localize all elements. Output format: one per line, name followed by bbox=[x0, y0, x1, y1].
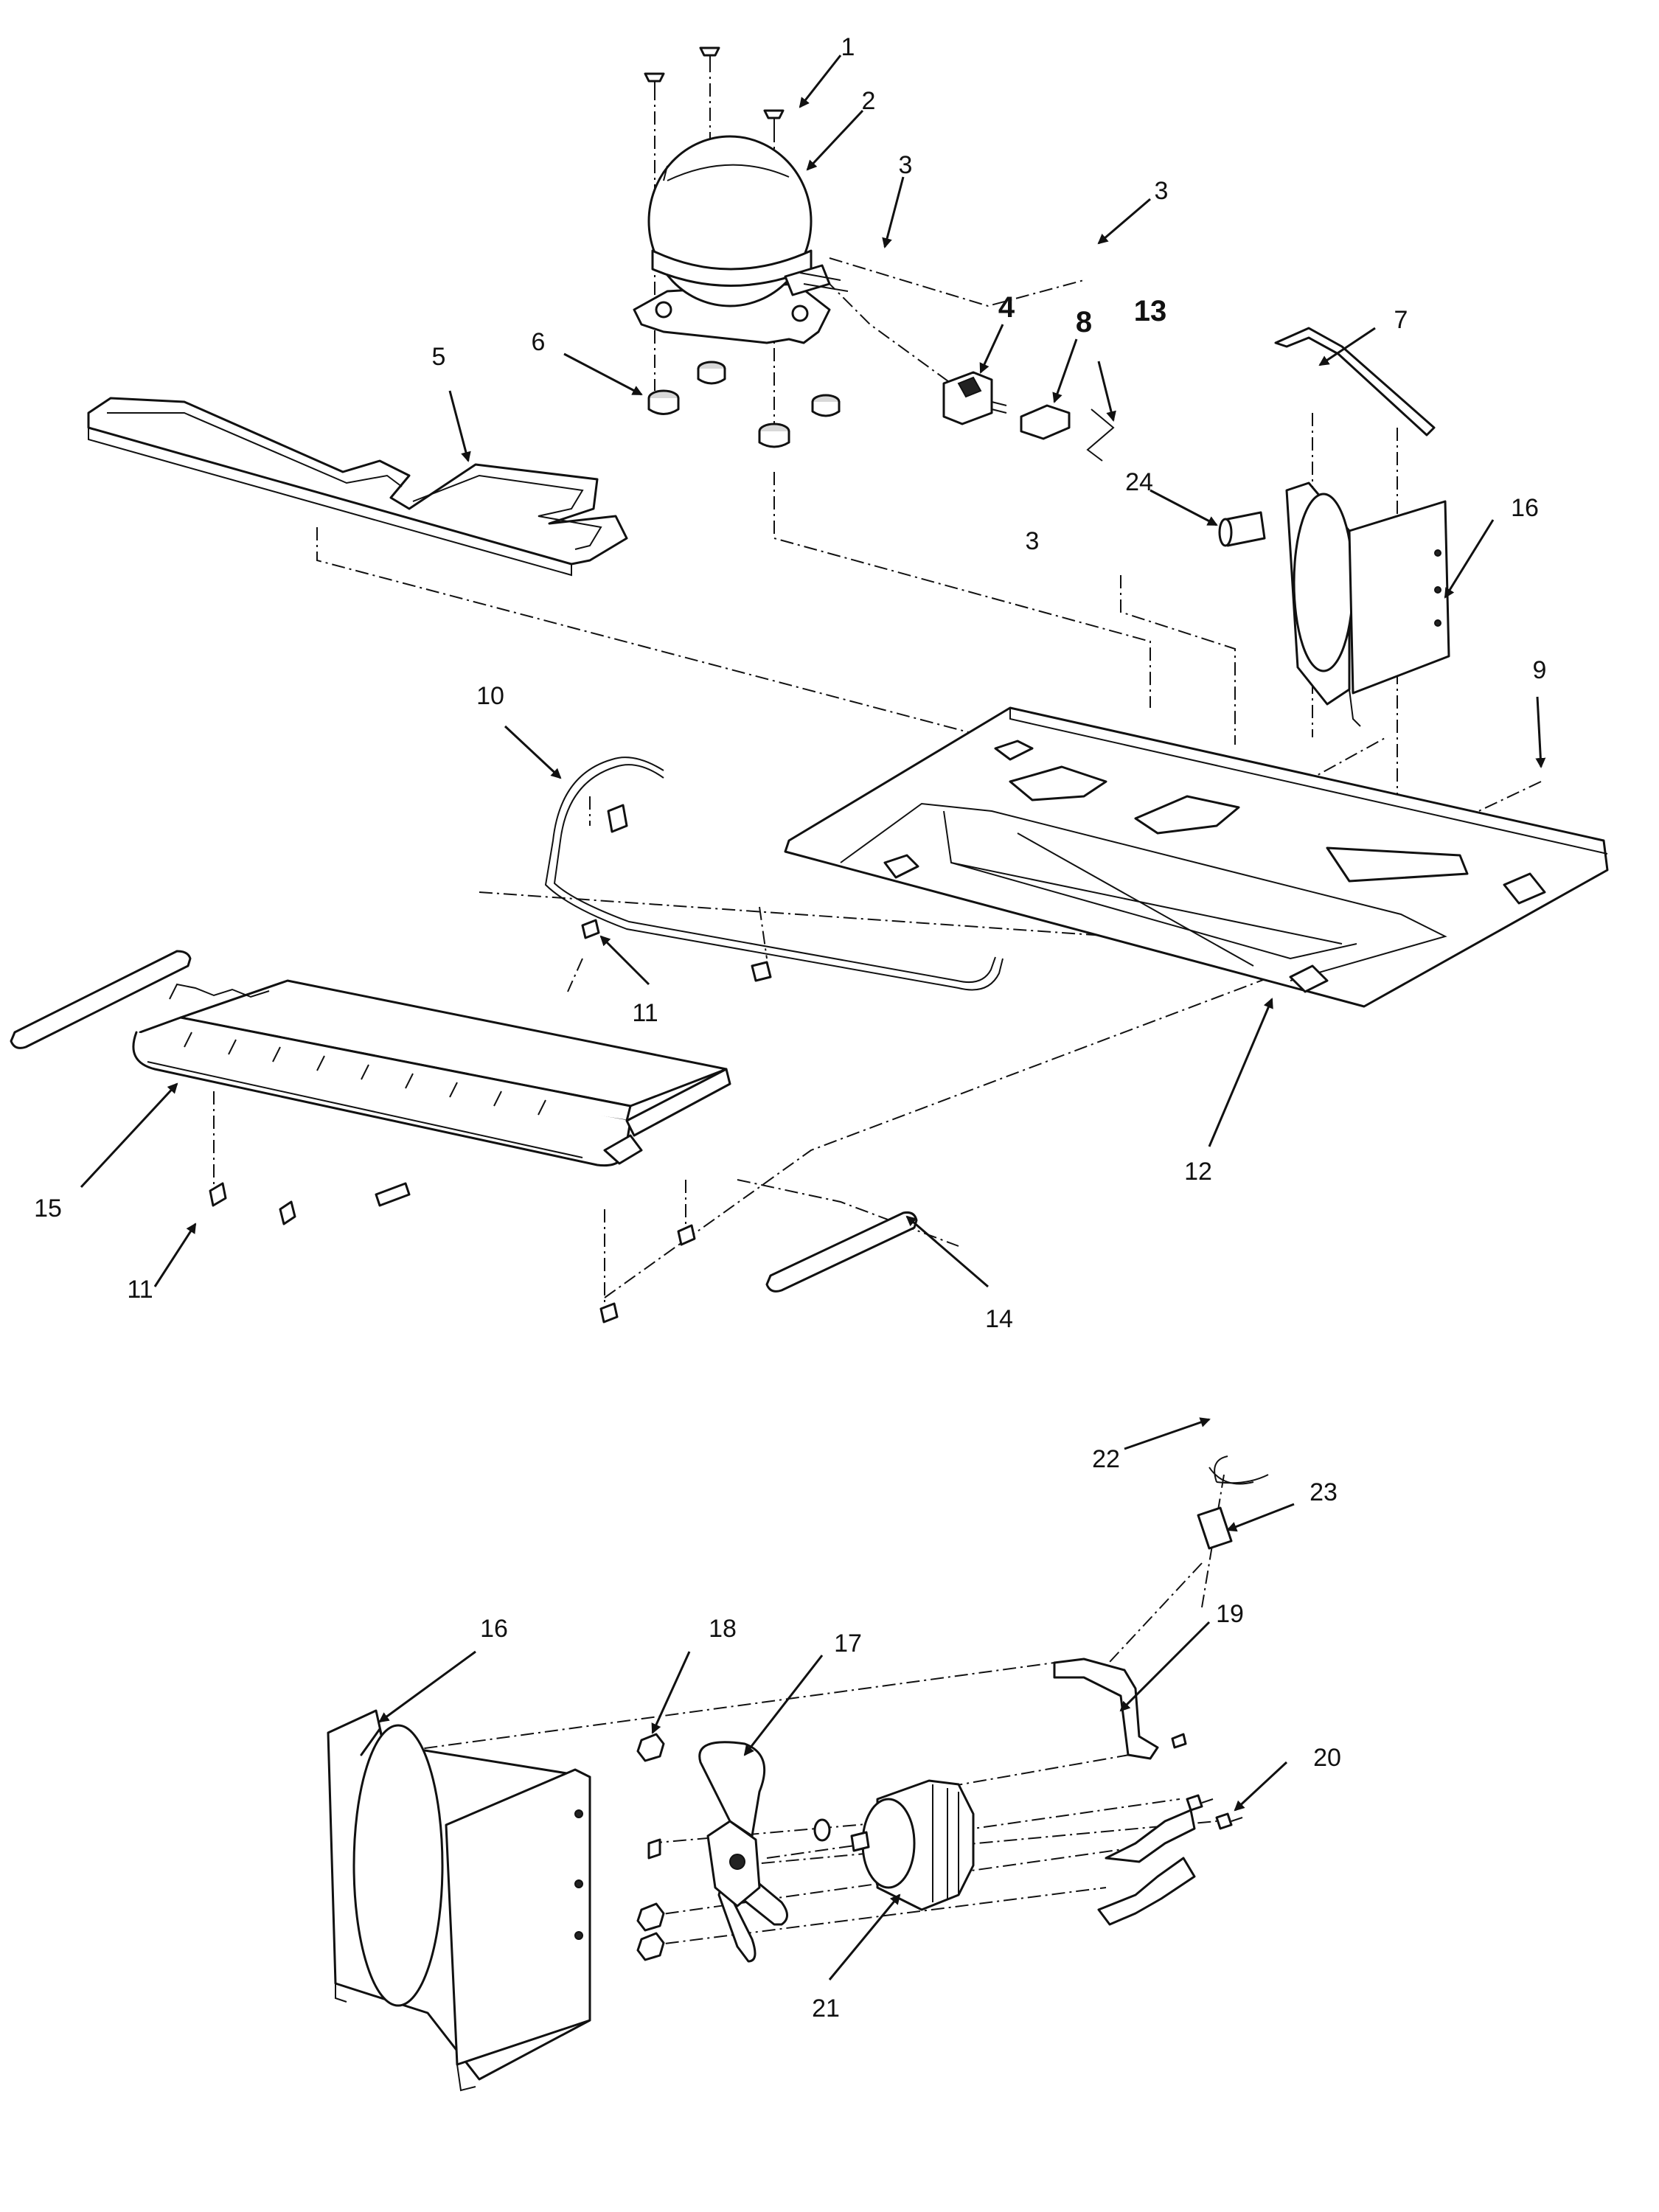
grommet bbox=[647, 361, 841, 448]
callout-9: 9 bbox=[1533, 656, 1547, 684]
overload-protector bbox=[1020, 404, 1071, 440]
nut bbox=[636, 1733, 665, 1961]
callout-7: 7 bbox=[1394, 306, 1408, 334]
callout-16: 16 bbox=[1511, 494, 1539, 522]
callout-4: 4 bbox=[998, 291, 1015, 324]
top-bracket bbox=[1274, 327, 1436, 437]
callout-11: 11 bbox=[127, 1276, 153, 1304]
callout-3: 3 bbox=[1155, 177, 1169, 205]
callout-2: 2 bbox=[862, 87, 876, 115]
assembly-lines bbox=[213, 59, 1542, 1947]
start-relay bbox=[942, 371, 1007, 425]
spacer bbox=[209, 919, 772, 1324]
fan-shroud-lower bbox=[327, 1709, 591, 2092]
callout-17: 17 bbox=[834, 1630, 862, 1658]
screw bbox=[644, 46, 785, 131]
sensor-clip bbox=[1208, 1455, 1269, 1485]
foam-strip bbox=[10, 950, 918, 1293]
wire-clip bbox=[1086, 408, 1115, 462]
callout-5: 5 bbox=[432, 343, 446, 371]
compressor bbox=[633, 135, 849, 344]
callout-3: 3 bbox=[1026, 527, 1040, 555]
condenser-tube bbox=[544, 757, 1004, 991]
callout-14: 14 bbox=[985, 1305, 1013, 1333]
fan-blade bbox=[647, 1741, 831, 1963]
coil bbox=[132, 979, 731, 1167]
thermistor-sensor bbox=[1197, 1506, 1233, 1550]
base-plate bbox=[784, 706, 1609, 1008]
callout-8: 8 bbox=[1076, 306, 1092, 338]
fan-shroud-upper bbox=[1285, 481, 1450, 727]
callout-15: 15 bbox=[34, 1194, 62, 1222]
callout-23: 23 bbox=[1310, 1478, 1338, 1506]
fan-motor bbox=[850, 1779, 975, 1911]
callout-12: 12 bbox=[1184, 1158, 1212, 1186]
callout-13: 13 bbox=[1134, 295, 1167, 327]
capacitor bbox=[1218, 511, 1266, 547]
motor-bracket bbox=[1053, 1658, 1196, 1926]
callout-6: 6 bbox=[532, 328, 546, 356]
callout-labels: 1 2 3 3 3 4 5 6 7 8 9 10 11 11 12 13 14 … bbox=[34, 33, 1546, 2023]
callout-20: 20 bbox=[1313, 1744, 1341, 1772]
callout-16: 16 bbox=[480, 1615, 508, 1643]
callout-11: 11 bbox=[632, 999, 658, 1027]
callout-3: 3 bbox=[899, 151, 913, 179]
screw-20 bbox=[1171, 1733, 1243, 1830]
drain-pan bbox=[87, 397, 628, 577]
callout-21: 21 bbox=[812, 1994, 840, 2023]
callout-1: 1 bbox=[841, 33, 855, 61]
callout-leaders bbox=[80, 55, 1546, 1980]
callout-24: 24 bbox=[1125, 468, 1153, 496]
callout-18: 18 bbox=[709, 1615, 737, 1643]
callout-22: 22 bbox=[1092, 1445, 1120, 1473]
callout-10: 10 bbox=[476, 682, 504, 710]
callout-19: 19 bbox=[1216, 1600, 1244, 1628]
